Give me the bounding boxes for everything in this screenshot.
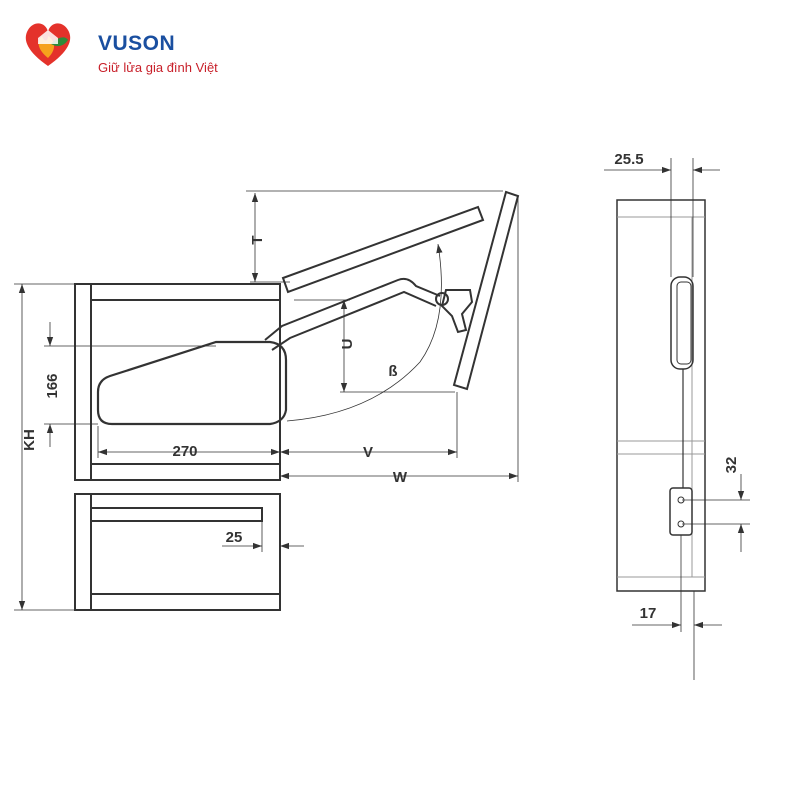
label-166: 166: [44, 373, 61, 398]
dim-beta-arc: [286, 243, 443, 422]
lower-shelf: [90, 507, 263, 522]
arm-pivot-joint: [435, 292, 449, 306]
vuson-logo: VUSON Giữ lửa gia đình Việt: [18, 14, 278, 75]
label-w: W: [393, 469, 408, 486]
door-open-position: [452, 190, 520, 391]
dimension-labels: T U ß KH 166 270 V W 25 25.5 32 17: [21, 151, 740, 622]
house-icon: [38, 30, 58, 44]
front-mechanism: [670, 276, 694, 370]
label-25: 25: [226, 529, 243, 546]
front-mechanism-inner: [676, 281, 692, 365]
logo-emblem-icon: [25, 23, 71, 66]
front-mounting-plate: [669, 487, 693, 536]
lift-mechanism-body: [96, 340, 288, 426]
lower-cabinet-outline: [74, 493, 281, 611]
upper-cabinet-outline: [74, 283, 281, 481]
side-view: [74, 190, 520, 611]
front-cabinet-outline: [616, 199, 706, 592]
label-t: T: [249, 235, 266, 244]
label-17: 17: [640, 605, 657, 622]
dimension-lines: [14, 158, 750, 680]
label-32: 32: [723, 457, 740, 474]
brand-name: VUSON: [98, 32, 176, 55]
label-270: 270: [172, 443, 197, 460]
label-u: U: [339, 339, 356, 350]
label-kh: KH: [21, 429, 38, 451]
brand-slogan: Giữ lửa gia đình Việt: [98, 60, 218, 75]
lift-arm-upper-edge: [264, 277, 441, 341]
door-bracket: [440, 289, 474, 334]
label-v: V: [363, 444, 373, 461]
label-25-5: 25.5: [614, 151, 643, 168]
front-view: [616, 199, 706, 592]
door-upper-position: [281, 205, 485, 294]
label-beta: ß: [388, 363, 397, 380]
